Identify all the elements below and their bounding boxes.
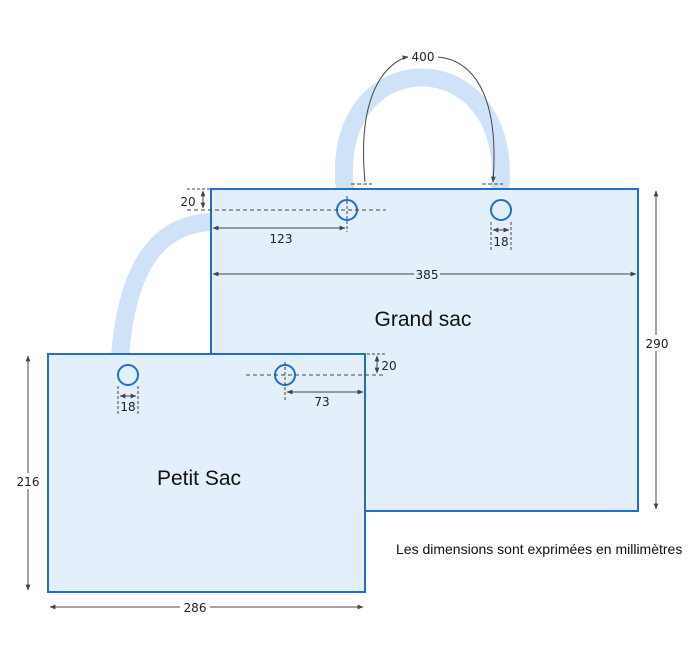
small-hole-diameter-label: 18 (120, 400, 135, 414)
large-handle-length-label: 400 (412, 50, 435, 64)
large-bag (111, 68, 639, 512)
small-hole-offset-label: 73 (314, 395, 329, 409)
large-bag-title: Grand sac (375, 308, 472, 331)
small-bag-hole-left (117, 364, 139, 386)
large-bag-handle-top (334, 68, 510, 192)
large-bag-body (210, 188, 639, 512)
small-bag-title: Petit Sac (157, 467, 241, 490)
large-height-label: 290 (646, 337, 669, 351)
large-hole-top-label: 20 (180, 195, 195, 209)
small-height-label: 216 (17, 475, 40, 489)
large-hole-offset-label: 123 (270, 232, 293, 246)
small-width-label: 286 (184, 601, 207, 615)
large-bag-handle-connector (111, 213, 211, 356)
large-hole-diameter-label: 18 (493, 235, 508, 249)
handle-length-arrow-right (437, 56, 496, 183)
small-hole-top-label: 20 (381, 359, 396, 373)
units-note: Les dimensions sont exprimées en millimè… (396, 541, 683, 557)
handle-length-arrow (363, 55, 409, 183)
large-bag-hole-right (490, 199, 512, 221)
large-width-label: 385 (416, 268, 439, 282)
